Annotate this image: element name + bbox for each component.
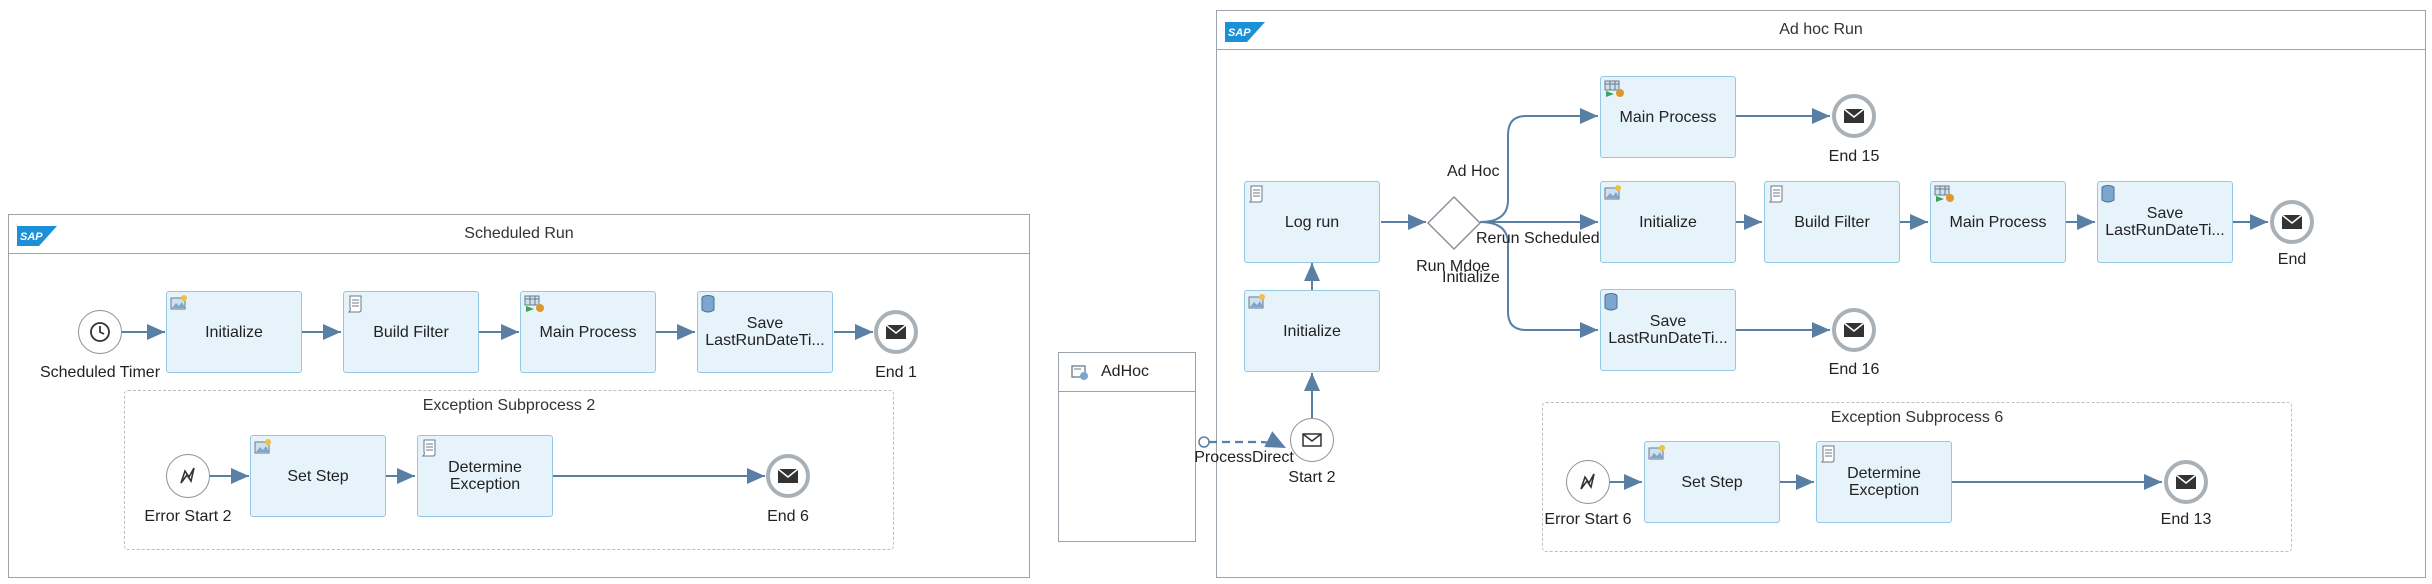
- script-icon: [421, 439, 436, 457]
- task-label: Log run: [1284, 213, 1340, 231]
- task-determine-exception-adhoc[interactable]: Determine Exception: [1816, 441, 1952, 523]
- route-label-initialize: Initialize: [1442, 269, 1500, 286]
- task-label: Initialize: [205, 323, 263, 341]
- svg-text:SAP: SAP: [20, 231, 43, 243]
- datastore-icon: [1604, 293, 1618, 311]
- process-call-icon: [1934, 185, 1954, 202]
- task-label: Build Filter: [1794, 213, 1870, 231]
- envelope-icon: [1302, 433, 1322, 447]
- task-label: Initialize: [1639, 213, 1697, 231]
- content-modifier-icon: [254, 439, 271, 454]
- content-modifier-icon: [170, 295, 187, 310]
- script-icon: [1820, 445, 1835, 463]
- subprocess-title: Exception Subprocess 2: [422, 397, 596, 414]
- task-save-lastrundatetime-adhoc[interactable]: Save LastRunDateTi...: [1600, 289, 1736, 371]
- end-label: End 13: [2160, 511, 2212, 528]
- task-label: Determine Exception: [448, 459, 522, 493]
- subprocess-title: Exception Subprocess 6: [1830, 409, 2004, 426]
- end-label: End: [2277, 251, 2307, 268]
- task-determine-exception[interactable]: Determine Exception: [417, 435, 553, 517]
- exception-subprocess-2[interactable]: Exception Subprocess 2: [124, 390, 894, 550]
- task-label: Set Step: [1681, 473, 1743, 491]
- process-call-icon: [524, 295, 544, 312]
- task-main-process[interactable]: Main Process: [520, 291, 656, 373]
- sender-icon: [1071, 365, 1088, 380]
- content-modifier-icon: [1604, 185, 1621, 200]
- message-end-icon: [2175, 474, 2197, 489]
- end-event-1[interactable]: [874, 310, 918, 354]
- exclusive-gateway[interactable]: [1426, 195, 1482, 251]
- start-label: Error Start 2: [144, 508, 232, 525]
- timer-start-event[interactable]: [78, 310, 122, 354]
- sap-logo-icon: SAP: [1225, 22, 1265, 42]
- pool-title: Scheduled Run: [9, 215, 1029, 254]
- content-modifier-icon: [1648, 445, 1665, 460]
- task-label: Main Process: [1949, 213, 2047, 231]
- datastore-icon: [701, 295, 715, 313]
- end-event[interactable]: [2270, 200, 2314, 244]
- gateway-label: Run Mdoe: [1416, 258, 1490, 275]
- task-label: Save LastRunDateTi...: [2105, 205, 2225, 239]
- task-main-process-rerun[interactable]: Main Process: [1930, 181, 2066, 263]
- route-label-rerun: Rerun Scheduled: [1476, 230, 1600, 247]
- content-modifier-icon: [1248, 294, 1265, 309]
- end-label: End 6: [767, 508, 809, 525]
- datastore-icon: [2101, 185, 2115, 203]
- task-label: Set Step: [287, 467, 349, 485]
- message-start-event[interactable]: [1290, 418, 1334, 462]
- end-event-15[interactable]: [1832, 94, 1876, 138]
- error-start-event[interactable]: [1566, 460, 1610, 504]
- script-icon: [1768, 185, 1783, 203]
- task-log-run[interactable]: Log run: [1244, 181, 1380, 263]
- task-label: Determine Exception: [1847, 465, 1921, 499]
- task-label: Save LastRunDateTi...: [1608, 313, 1728, 347]
- error-start-event[interactable]: [166, 454, 210, 498]
- task-label: Initialize: [1283, 322, 1341, 340]
- participant-name: AdHoc: [1101, 363, 1150, 380]
- script-icon: [347, 295, 362, 313]
- task-initialize-start[interactable]: Initialize: [1244, 290, 1380, 372]
- task-save-lastrundatetime-rerun[interactable]: Save LastRunDateTi...: [2097, 181, 2233, 263]
- end-label: End 1: [875, 364, 917, 381]
- error-icon: [1580, 473, 1595, 490]
- exception-subprocess-6[interactable]: Exception Subprocess 6: [1542, 402, 2292, 552]
- sap-logo-icon: SAP: [17, 226, 57, 246]
- end-event-13[interactable]: [2164, 460, 2208, 504]
- message-end-icon: [885, 324, 907, 339]
- message-end-icon: [1843, 322, 1865, 337]
- task-label: Main Process: [1619, 108, 1717, 126]
- task-set-step-adhoc[interactable]: Set Step: [1644, 441, 1780, 523]
- start-label: Start 2: [1288, 469, 1336, 486]
- task-initialize-rerun[interactable]: Initialize: [1600, 181, 1736, 263]
- clock-icon: [90, 322, 110, 342]
- task-initialize[interactable]: Initialize: [166, 291, 302, 373]
- task-label: Build Filter: [373, 323, 449, 341]
- end-label: End 16: [1828, 361, 1880, 378]
- pool-scheduled-run[interactable]: Scheduled Run SAP: [8, 214, 1030, 578]
- script-icon: [1248, 185, 1263, 203]
- route-label-ad-hoc: Ad Hoc: [1447, 163, 1500, 180]
- start-label: Scheduled Timer: [39, 364, 161, 381]
- end-event-6[interactable]: [766, 454, 810, 498]
- end-event-16[interactable]: [1832, 308, 1876, 352]
- task-build-filter-adhoc[interactable]: Build Filter: [1764, 181, 1900, 263]
- participant-adhoc[interactable]: AdHoc: [1058, 352, 1196, 542]
- task-label: Save LastRunDateTi...: [705, 315, 825, 349]
- error-icon: [180, 467, 195, 484]
- start-label: Error Start 6: [1544, 511, 1632, 528]
- message-end-icon: [1843, 108, 1865, 123]
- message-end-icon: [777, 468, 799, 483]
- task-set-step[interactable]: Set Step: [250, 435, 386, 517]
- svg-text:SAP: SAP: [1228, 27, 1251, 39]
- process-call-icon: [1604, 80, 1624, 97]
- task-main-process-adhoc[interactable]: Main Process: [1600, 76, 1736, 158]
- message-end-icon: [2281, 214, 2303, 229]
- task-save-lastrundatetime[interactable]: Save LastRunDateTi...: [697, 291, 833, 373]
- task-label: Main Process: [539, 323, 637, 341]
- pool-title: Ad hoc Run: [1217, 11, 2425, 50]
- end-label: End 15: [1828, 148, 1880, 165]
- message-flow-label: ProcessDirect: [1194, 449, 1294, 466]
- task-build-filter[interactable]: Build Filter: [343, 291, 479, 373]
